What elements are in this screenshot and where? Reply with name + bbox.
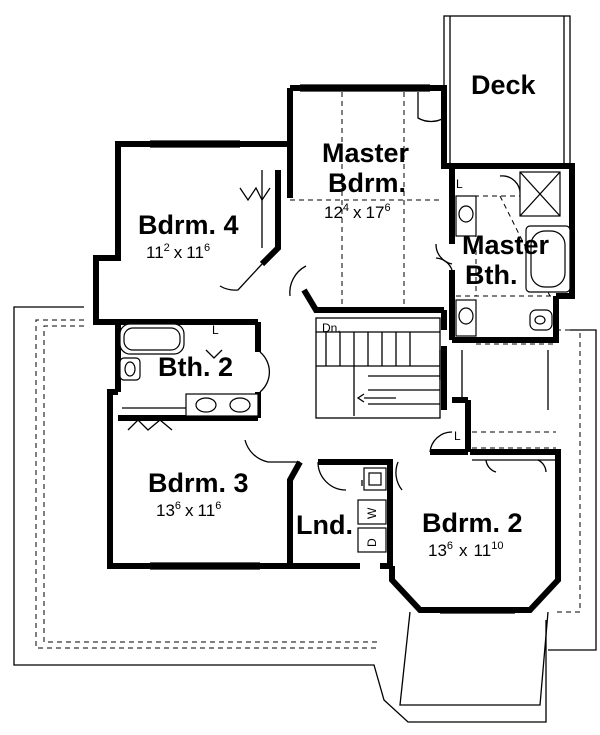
master-bath-label-line2: Bth. (465, 260, 517, 290)
bath-2-fixtures (119, 323, 259, 417)
deck-label: Deck (471, 70, 537, 100)
bedroom-4-label: Bdrm. 4 (138, 210, 239, 240)
master-bedroom-label-line2: Bdrm. (328, 168, 406, 198)
windows (150, 84, 515, 614)
bedroom-3-label: Bdrm. 3 (148, 468, 249, 498)
washer-label: W (365, 507, 379, 519)
closet-doors (122, 170, 271, 431)
dryer-label: D (365, 538, 379, 547)
bedroom-2-label: Bdrm. 2 (422, 508, 523, 538)
master-bath-fixtures (455, 171, 571, 410)
walls (93, 85, 575, 613)
stairs-down-label: Dn. (322, 321, 341, 335)
linen-closet-label: L (454, 429, 461, 443)
bath-2-label: Bth. 2 (158, 352, 233, 382)
master-bedroom-label-line1: Master (322, 138, 410, 168)
linen-closet-label: L (212, 323, 219, 337)
laundry-label: Lnd. (296, 510, 353, 540)
laundry-fixtures (357, 467, 387, 553)
linen-closet-label: L (456, 177, 463, 191)
roof-outline (13, 306, 597, 723)
stairs (315, 317, 441, 419)
master-bath-label-line1: Master (462, 230, 550, 260)
